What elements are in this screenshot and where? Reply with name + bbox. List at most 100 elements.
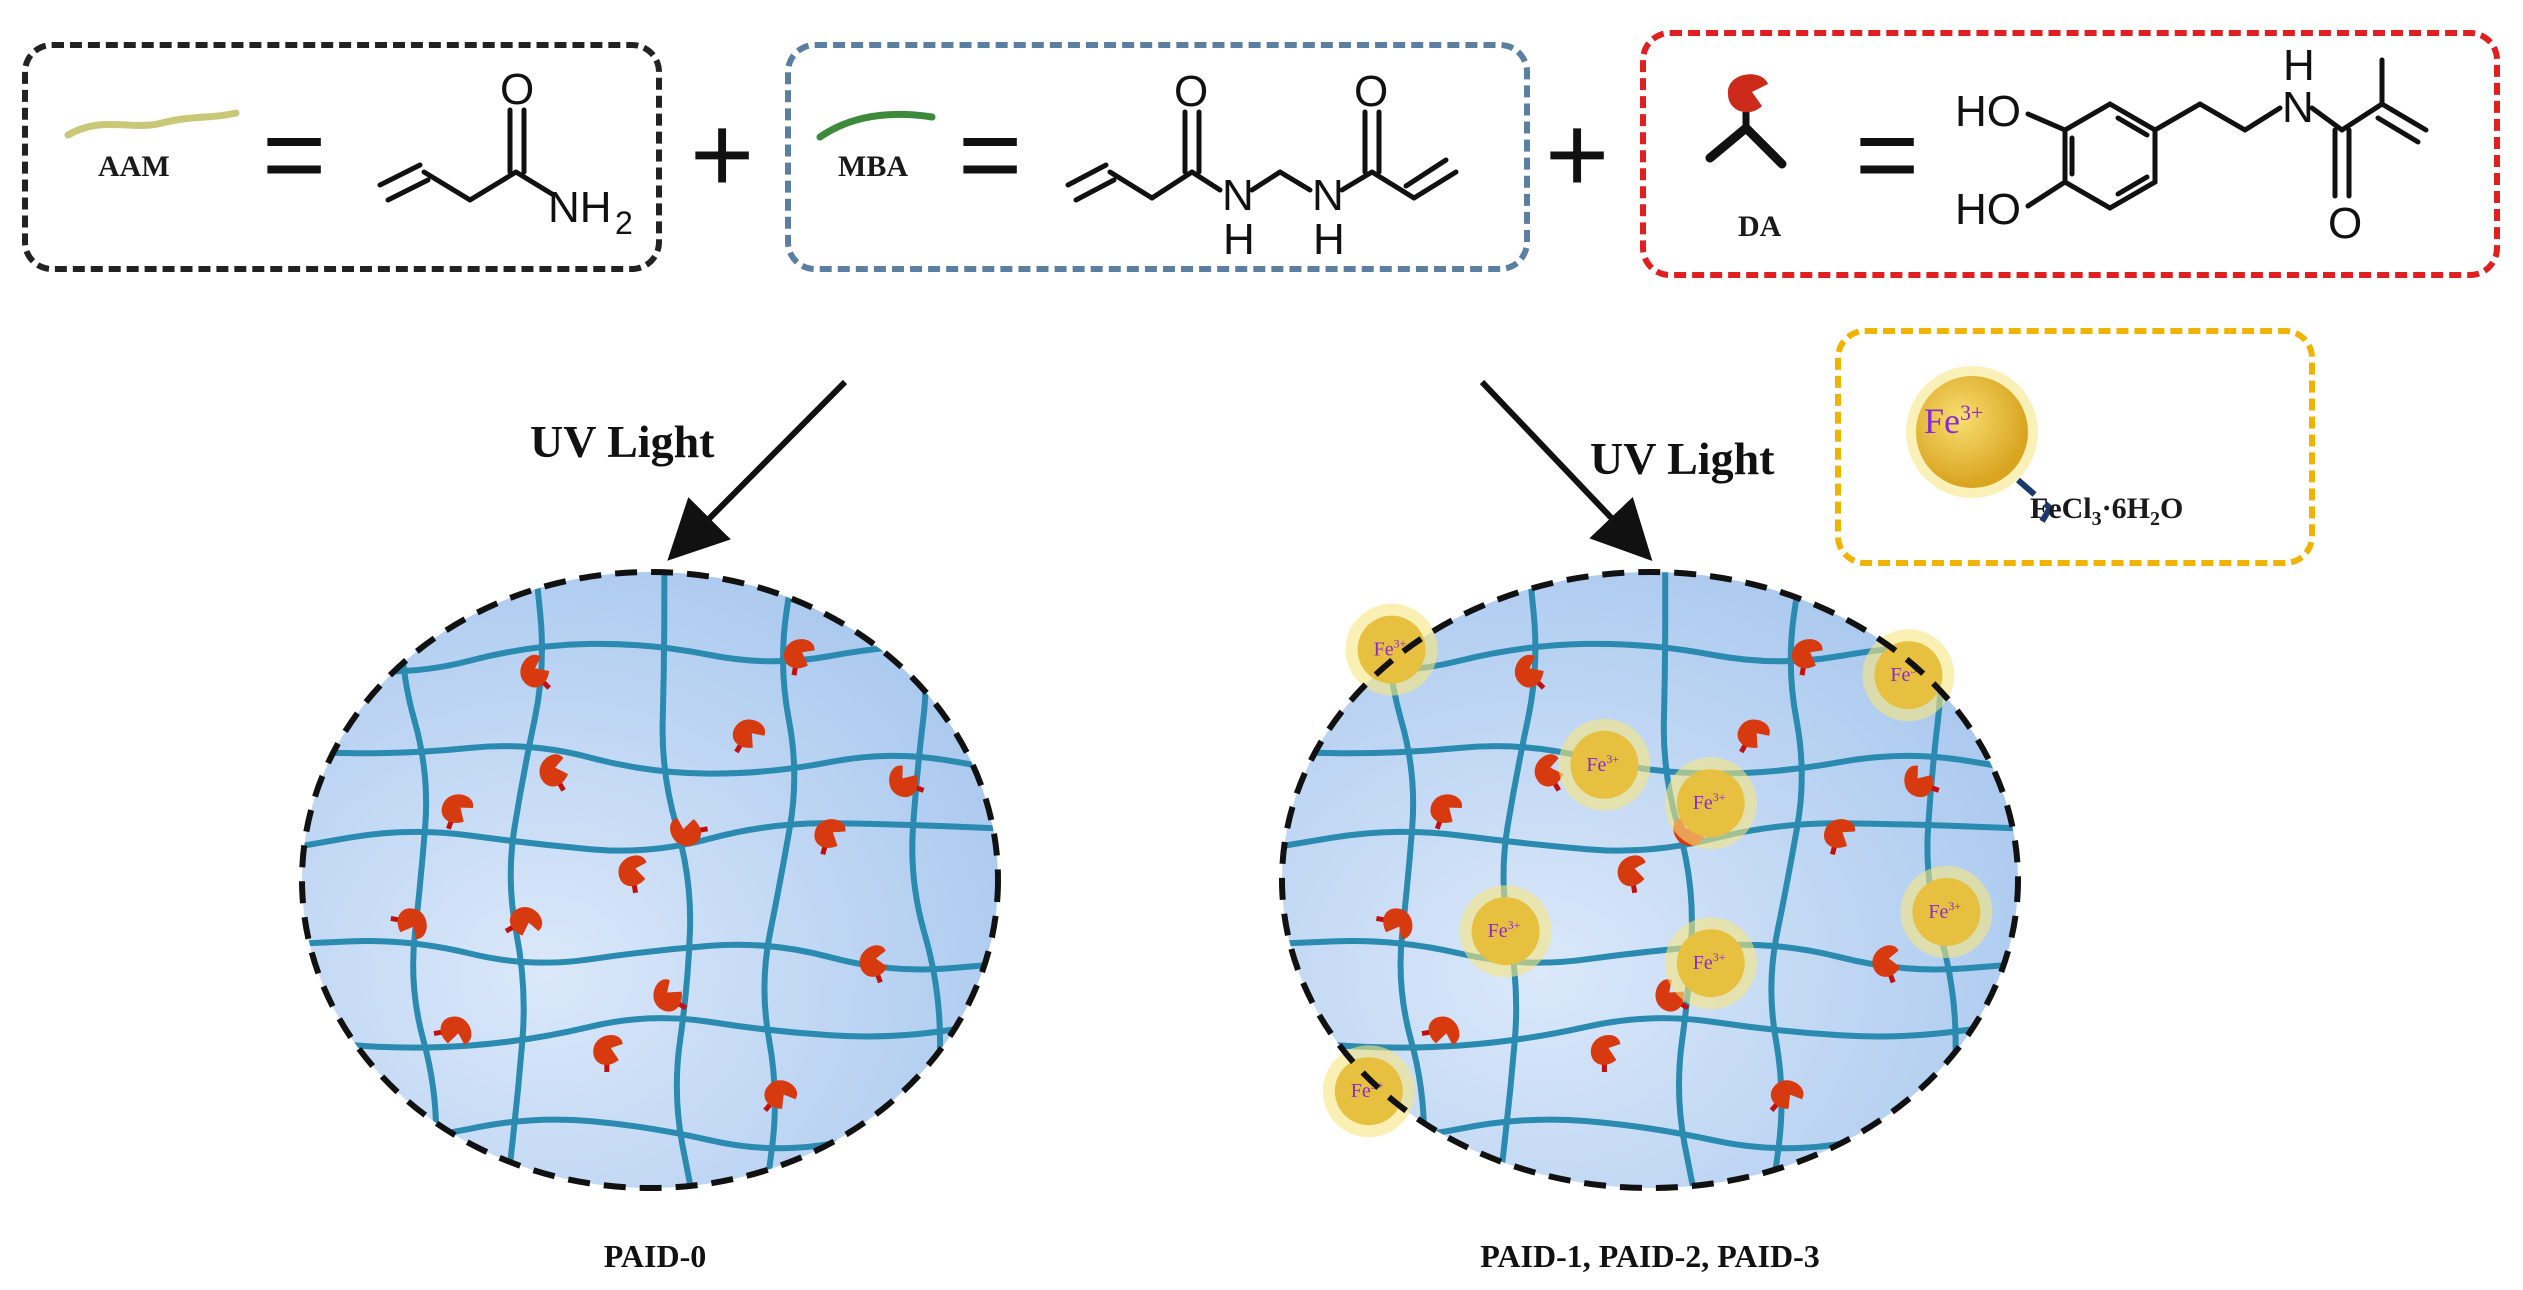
da-box: [1640, 30, 2500, 278]
catechol-group: [1430, 794, 1462, 830]
arrow-left: [667, 379, 848, 561]
mba-strand-icon: [816, 110, 936, 141]
catechol-group: [618, 855, 647, 894]
mba-structure: O N H N H O: [1065, 67, 1459, 260]
fe-ion: Fe3+: [1322, 1045, 1415, 1138]
arrow-right: [1479, 379, 1653, 562]
da-hydroxyl-1: HO: [1955, 87, 2021, 136]
equals-sign-1: =: [262, 93, 327, 216]
fe-ion: Fe3+: [1900, 866, 1993, 958]
catechol-group: [814, 819, 846, 856]
aam-label: AAM: [98, 150, 170, 183]
catechol-group: [763, 1080, 798, 1113]
plus-sign-1: +: [690, 93, 755, 216]
fe-ion-label: Fe3+: [1924, 400, 1983, 442]
catechol-group: [732, 719, 766, 754]
fecl3-hydrate: ·6H: [2101, 492, 2150, 525]
catechol-group: [1375, 908, 1413, 940]
polymer-strand: [1768, 572, 1805, 1188]
uv-light-label-right: UV Light: [1590, 433, 1775, 484]
mba-box: [785, 42, 1530, 272]
polymer-strand: [1282, 938, 2018, 973]
catechol-group: [1421, 1016, 1460, 1045]
equals-sign-2: =: [958, 93, 1023, 216]
catechol-group: [441, 794, 474, 830]
mba-label: MBA: [838, 150, 908, 183]
da-hydroxyl-2: HO: [1955, 185, 2021, 234]
reaction-arrows: [667, 379, 1653, 562]
catechol-group: [1534, 754, 1564, 792]
catechol-group: [539, 754, 568, 792]
polymer-strand: [302, 938, 998, 973]
fecl3-prefix: FeCl: [2030, 492, 2092, 525]
gel-outline: [299, 569, 1001, 1191]
paid-fe-network: Fe3+Fe3+Fe3+Fe3+Fe3+Fe3+Fe3+Fe3+: [1279, 569, 2021, 1191]
aam-oxygen: O: [500, 65, 534, 114]
catechol-group: [1514, 654, 1546, 690]
fe-ion: Fe3+: [1862, 629, 1955, 722]
da-label: DA: [1738, 210, 1782, 243]
polymer-strand: [1495, 572, 1539, 1188]
catechol-group: [1590, 1034, 1621, 1072]
mba-oxygen-1: O: [1174, 67, 1208, 116]
fecl3-suffix: O: [2159, 492, 2184, 525]
catechol-icon: [1705, 74, 1787, 169]
da-oxygen: O: [2328, 199, 2362, 248]
fe-ion: Fe3+: [1345, 603, 1438, 696]
catechol-group: [859, 945, 888, 984]
mba-oxygen-2: O: [1354, 67, 1388, 116]
catechol-group: [1791, 639, 1823, 676]
catechol-group: [1655, 979, 1690, 1012]
aam-structure: O NH 2: [377, 65, 633, 241]
catechol-group: [1617, 855, 1646, 894]
equals-sign-3: =: [1855, 93, 1920, 216]
catechol-group: [1904, 765, 1940, 798]
paid-0-network: [299, 569, 1001, 1191]
catechol-group: [1737, 719, 1770, 754]
fecl3-label: FeCl3·6H2O: [2030, 492, 2183, 531]
caption-paid-0: PAID-0: [603, 1238, 707, 1274]
plus-sign-2: +: [1545, 93, 1610, 216]
catechol-group: [504, 907, 543, 936]
catechol-group: [520, 654, 551, 690]
polymer-strand: [302, 743, 998, 777]
fe-ion: Fe3+: [1558, 718, 1651, 811]
polymer-strand: [302, 1015, 998, 1051]
fecl3-box: [1835, 328, 2315, 566]
mba-hydrogen-2: H: [1313, 215, 1345, 260]
mba-nitrogen-1: N: [1222, 171, 1254, 220]
da-hydrogen: H: [2283, 46, 2315, 90]
fe-ion-charge: 3+: [1960, 400, 1984, 425]
fe-ion-symbol: Fe: [1924, 401, 1960, 441]
catechol-group: [433, 1016, 472, 1045]
catechol-group: [889, 765, 925, 798]
catechol-group: [1769, 1080, 1804, 1113]
fe-ion-icon: [1906, 366, 2054, 530]
catechol-group: [390, 908, 427, 940]
fe-ion: Fe3+: [1664, 917, 1757, 1010]
catechol-group: [670, 817, 709, 846]
catechol-group: [1872, 945, 1901, 984]
da-structure: HO HO N H O: [1955, 46, 2429, 248]
aam-box: [22, 42, 662, 272]
aam-amine-sub: 2: [615, 205, 633, 241]
polymer-strand: [503, 572, 545, 1188]
mba-nitrogen-2: N: [1312, 171, 1344, 220]
caption-paid-1-2-3: PAID-1, PAID-2, PAID-3: [1480, 1238, 1820, 1274]
catechol-group: [783, 639, 815, 676]
catechol-group: [653, 979, 688, 1012]
mba-hydrogen-1: H: [1223, 215, 1255, 260]
aam-strand-icon: [64, 109, 240, 139]
polymer-strand: [761, 572, 798, 1188]
catechol-group: [593, 1034, 623, 1072]
catechol-group: [1823, 819, 1856, 856]
fecl3-sub-3: 3: [2091, 508, 2102, 530]
fecl3-sub-2: 2: [2149, 508, 2160, 530]
fe-ion: Fe3+: [1664, 757, 1757, 850]
gel-outline: [1279, 569, 2021, 1191]
da-nitrogen: N: [2282, 83, 2314, 132]
aam-amine: NH: [548, 183, 612, 232]
fe-ion: Fe3+: [1459, 885, 1552, 978]
uv-light-label-left: UV Light: [530, 416, 715, 467]
